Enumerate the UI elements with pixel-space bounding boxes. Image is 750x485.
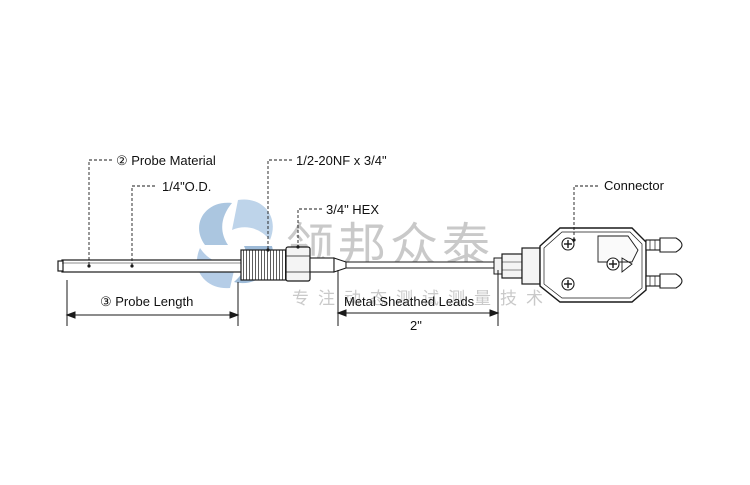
label-hex: 3/4" HEX	[326, 202, 379, 217]
label-probe-material: ② Probe Material	[116, 153, 216, 168]
leader-thread	[267, 159, 292, 250]
label-probe-length: ③ Probe Length	[100, 294, 193, 309]
screw-icon	[561, 277, 575, 291]
strain-relief-fitting	[493, 247, 541, 285]
leader-hex	[297, 208, 322, 247]
screw-icon	[561, 237, 575, 251]
watermark-tagline: 专注动态测试测量技术	[292, 289, 552, 309]
label-leads: Metal Sheathed Leads	[344, 294, 475, 309]
leader-connector	[573, 185, 598, 240]
metal-sheathed-lead	[309, 257, 497, 273]
leader-od	[131, 185, 155, 266]
connector-pin-upper	[645, 237, 683, 253]
leader-probe-material	[88, 159, 112, 266]
dimension-probe-length	[65, 280, 240, 326]
label-connector: Connector	[604, 178, 665, 193]
hex-nut	[285, 246, 311, 282]
connector-body	[539, 227, 647, 303]
connector-pin-lower	[645, 273, 683, 289]
label-thread: 1/2-20NF x 3/4"	[296, 153, 387, 168]
screw-icon	[606, 257, 620, 271]
probe-sheath	[57, 259, 243, 273]
label-od: 1/4"O.D.	[162, 179, 211, 194]
dimension-lead-length	[336, 270, 500, 326]
label-leads-length: 2"	[410, 318, 422, 333]
threaded-fitting	[240, 249, 287, 281]
